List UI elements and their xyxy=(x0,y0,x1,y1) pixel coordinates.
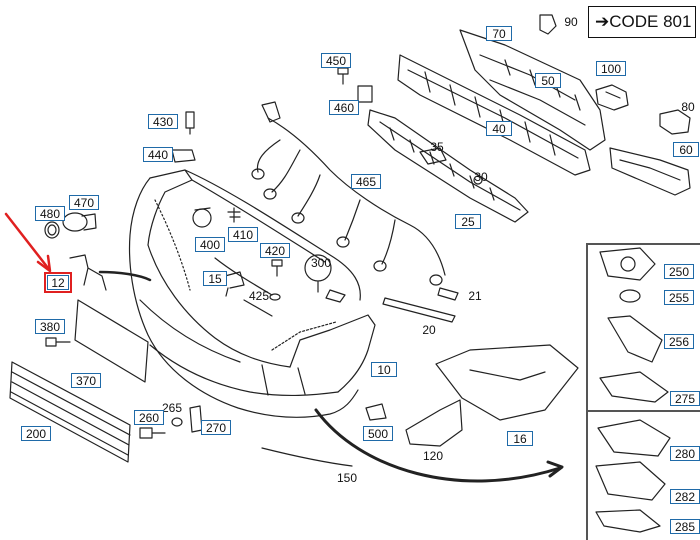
label-25[interactable]: 25 xyxy=(455,214,481,229)
label-250[interactable]: 250 xyxy=(664,264,694,279)
clip-30 xyxy=(473,175,483,185)
ring-255 xyxy=(619,289,641,303)
ring-480 xyxy=(44,221,60,239)
label-70[interactable]: 70 xyxy=(486,26,512,41)
strip-20 xyxy=(382,297,456,323)
screw-410 xyxy=(227,207,241,223)
red-arrow xyxy=(4,212,52,273)
grille-200 xyxy=(9,361,131,463)
label-100[interactable]: 100 xyxy=(596,61,626,76)
label-120[interactable]: 120 xyxy=(422,449,444,463)
screw-450 xyxy=(337,67,349,85)
right-panel-rule-2 xyxy=(586,410,700,412)
flow-arrow-a xyxy=(314,408,562,483)
label-400[interactable]: 400 xyxy=(195,237,225,252)
label-460[interactable]: 460 xyxy=(329,100,359,115)
label-16[interactable]: 16 xyxy=(507,431,533,446)
fog-bracket-16 xyxy=(435,344,579,421)
strip-285 xyxy=(595,509,661,533)
label-410[interactable]: 410 xyxy=(228,227,258,242)
screw-380 xyxy=(45,337,71,347)
label-280[interactable]: 280 xyxy=(670,446,700,461)
bracket-right xyxy=(609,147,691,196)
label-465[interactable]: 465 xyxy=(351,174,381,189)
label-12[interactable]: 12 xyxy=(47,275,69,290)
label-420[interactable]: 420 xyxy=(260,243,290,258)
label-425[interactable]: 425 xyxy=(248,289,270,303)
label-200[interactable]: 200 xyxy=(21,426,51,441)
trim-275 xyxy=(599,371,669,403)
screw-260 xyxy=(139,427,166,439)
label-500[interactable]: 500 xyxy=(363,426,393,441)
clip-500 xyxy=(365,403,387,421)
label-380[interactable]: 380 xyxy=(35,319,65,334)
part-12 xyxy=(69,254,107,291)
wiring-harness xyxy=(251,101,446,286)
sensor-400 xyxy=(192,207,212,228)
label-470[interactable]: 470 xyxy=(69,195,99,210)
label-285[interactable]: 285 xyxy=(670,519,700,534)
tow-hook-cover-300 xyxy=(304,254,346,303)
bracket-15 xyxy=(224,271,245,297)
label-35[interactable]: 35 xyxy=(430,140,444,154)
mounting-rail xyxy=(367,109,529,223)
label-40[interactable]: 40 xyxy=(486,121,512,136)
washer-425 xyxy=(269,293,281,301)
bracket-35 xyxy=(419,147,447,165)
bracket-100 xyxy=(595,84,629,111)
label-370[interactable]: 370 xyxy=(71,373,101,388)
label-150[interactable]: 150 xyxy=(336,471,358,485)
label-15[interactable]: 15 xyxy=(203,271,227,286)
grille-370 xyxy=(74,299,149,383)
grille-282 xyxy=(595,461,666,501)
fog-light-250 xyxy=(599,247,656,281)
label-300[interactable]: 300 xyxy=(310,256,332,270)
strip-150 xyxy=(261,447,353,467)
screw-420 xyxy=(271,259,283,277)
label-480[interactable]: 480 xyxy=(35,206,65,221)
label-60[interactable]: 60 xyxy=(673,142,699,157)
label-30[interactable]: 30 xyxy=(474,170,488,184)
grille-256 xyxy=(607,315,663,363)
clip-440 xyxy=(171,149,196,163)
fog-frame-280 xyxy=(597,419,671,457)
label-275[interactable]: 275 xyxy=(670,391,700,406)
bumper-reinforcement xyxy=(397,54,591,176)
label-10[interactable]: 10 xyxy=(371,362,397,377)
label-90[interactable]: 90 xyxy=(564,15,578,29)
flow-arrow-b xyxy=(98,270,152,282)
label-450[interactable]: 450 xyxy=(321,53,351,68)
label-80[interactable]: 80 xyxy=(681,100,695,114)
flow-arrow-a-head xyxy=(546,460,564,478)
label-260[interactable]: 260 xyxy=(134,410,164,425)
label-265[interactable]: 265 xyxy=(161,401,183,415)
arch-liner-120 xyxy=(405,399,463,447)
label-21[interactable]: 21 xyxy=(468,289,482,303)
bracket-90 xyxy=(539,14,557,35)
code-801-box: ➔CODE 801 xyxy=(588,6,696,38)
highlight-box-12 xyxy=(44,272,72,293)
nut-265 xyxy=(171,417,183,427)
label-440[interactable]: 440 xyxy=(143,147,173,162)
impact-absorber xyxy=(459,29,606,151)
parking-sensor-470 xyxy=(62,212,97,232)
screw-430 xyxy=(185,111,195,135)
label-50[interactable]: 50 xyxy=(535,73,561,88)
right-panel-divider xyxy=(586,243,588,540)
label-256[interactable]: 256 xyxy=(664,334,694,349)
label-270[interactable]: 270 xyxy=(201,420,231,435)
bracket-80 xyxy=(659,109,691,135)
label-282[interactable]: 282 xyxy=(670,489,700,504)
right-panel-rule-1 xyxy=(586,243,700,245)
cover-21 xyxy=(437,287,459,301)
label-255[interactable]: 255 xyxy=(664,290,694,305)
label-430[interactable]: 430 xyxy=(148,114,178,129)
clip-460 xyxy=(357,85,373,103)
label-20[interactable]: 20 xyxy=(422,323,436,337)
